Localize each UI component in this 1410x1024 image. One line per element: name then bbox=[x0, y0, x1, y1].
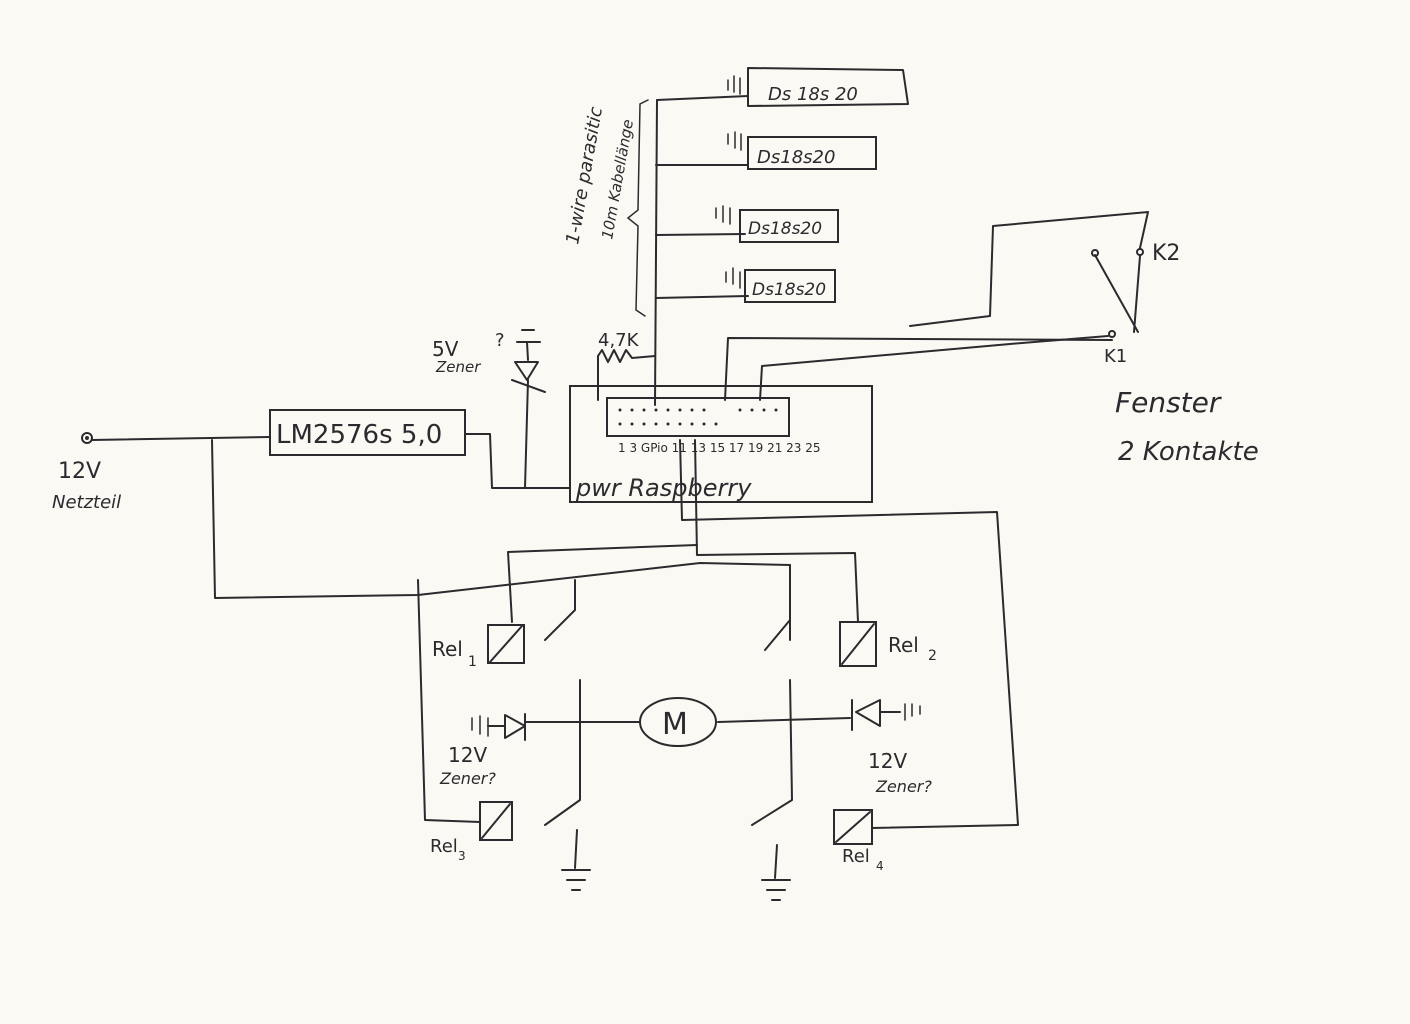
relay-2-subscript: 2 bbox=[928, 648, 937, 664]
zener-5v: 5V Zener ? bbox=[432, 329, 546, 489]
motor: M bbox=[639, 697, 717, 747]
sensor-1-label: Ds 18s 20 bbox=[768, 84, 858, 105]
zener-5v-question: ? bbox=[495, 330, 505, 351]
zener-12v-right: 12V Zener? bbox=[851, 699, 932, 796]
relay-1-label: Rel bbox=[432, 637, 463, 661]
power-input: 12V Netzteil bbox=[52, 432, 271, 513]
zener-5v-label: 5V bbox=[432, 337, 459, 361]
regulator-box bbox=[269, 409, 466, 456]
relay-2: Rel 2 bbox=[764, 564, 937, 667]
contact-k1-label: K1 bbox=[1104, 346, 1127, 367]
pullup-label: 4,7K bbox=[598, 330, 640, 351]
sensor-2: Ds18s20 bbox=[727, 131, 877, 170]
gpio-pins bbox=[618, 408, 778, 426]
window-contacts: K2 K1 Fenster 2 Kontakte bbox=[724, 211, 1259, 467]
relay-3: Rel 3 bbox=[430, 801, 513, 863]
relay-3-label: Rel bbox=[430, 836, 458, 857]
sensor-3: Ds18s20 bbox=[715, 205, 839, 243]
relay-control-lines bbox=[507, 439, 1019, 829]
relay-4: Rel 4 bbox=[833, 809, 884, 873]
relay-4-label: Rel bbox=[842, 846, 870, 867]
regulator-label: LM2576s 5,0 bbox=[276, 420, 442, 450]
motor-symbol bbox=[639, 697, 717, 747]
zener-right-label: 12V bbox=[868, 749, 907, 773]
contact-k2-label: K2 bbox=[1152, 241, 1180, 266]
sensor-2-label: Ds18s20 bbox=[757, 147, 835, 168]
motor-label: M bbox=[662, 707, 688, 742]
power-input-sublabel: Netzteil bbox=[52, 492, 121, 513]
sensor-4-label: Ds18s20 bbox=[752, 280, 826, 300]
gpio-header-label: 1 3 GPio 11 13 15 17 19 21 23 25 bbox=[618, 441, 821, 455]
raspberry-label: pwr Raspberry bbox=[575, 474, 752, 502]
gpio-header bbox=[606, 397, 790, 437]
relay-3-subscript: 3 bbox=[458, 849, 466, 863]
zener-right-sublabel: Zener? bbox=[875, 777, 932, 796]
raspberry-pi: 1 3 GPio 11 13 15 17 19 21 23 25 pwr Ras… bbox=[569, 385, 873, 503]
power-input-terminal bbox=[81, 432, 93, 444]
relay-1: Rel 1 bbox=[432, 579, 576, 670]
power-input-label: 12V bbox=[58, 459, 101, 484]
onewire-bus: 4,7K 1-wire parasitic 10m Kabellänge bbox=[562, 95, 749, 406]
raspberry-board bbox=[569, 385, 873, 503]
relay-4-subscript: 4 bbox=[876, 859, 884, 873]
window-title: Fenster bbox=[1115, 386, 1222, 419]
zener-left-label: 12V bbox=[448, 743, 487, 767]
window-subtitle: 2 Kontakte bbox=[1118, 437, 1259, 467]
zener-12v-left: 12V Zener? bbox=[439, 713, 526, 788]
sensor-1: Ds 18s 20 bbox=[727, 67, 909, 107]
motor-bridge bbox=[524, 679, 851, 901]
sensor-4: Ds18s20 bbox=[725, 267, 836, 303]
onewire-length-label: 10m Kabellänge bbox=[598, 118, 637, 241]
relay-2-label: Rel bbox=[888, 633, 919, 657]
relay-1-subscript: 1 bbox=[468, 654, 477, 670]
zener-left-sublabel: Zener? bbox=[439, 769, 496, 788]
supply-bus-12v bbox=[211, 439, 791, 641]
voltage-regulator: LM2576s 5,0 bbox=[269, 409, 571, 489]
zener-5v-sublabel: Zener bbox=[435, 358, 481, 376]
sensor-3-label: Ds18s20 bbox=[748, 219, 822, 239]
